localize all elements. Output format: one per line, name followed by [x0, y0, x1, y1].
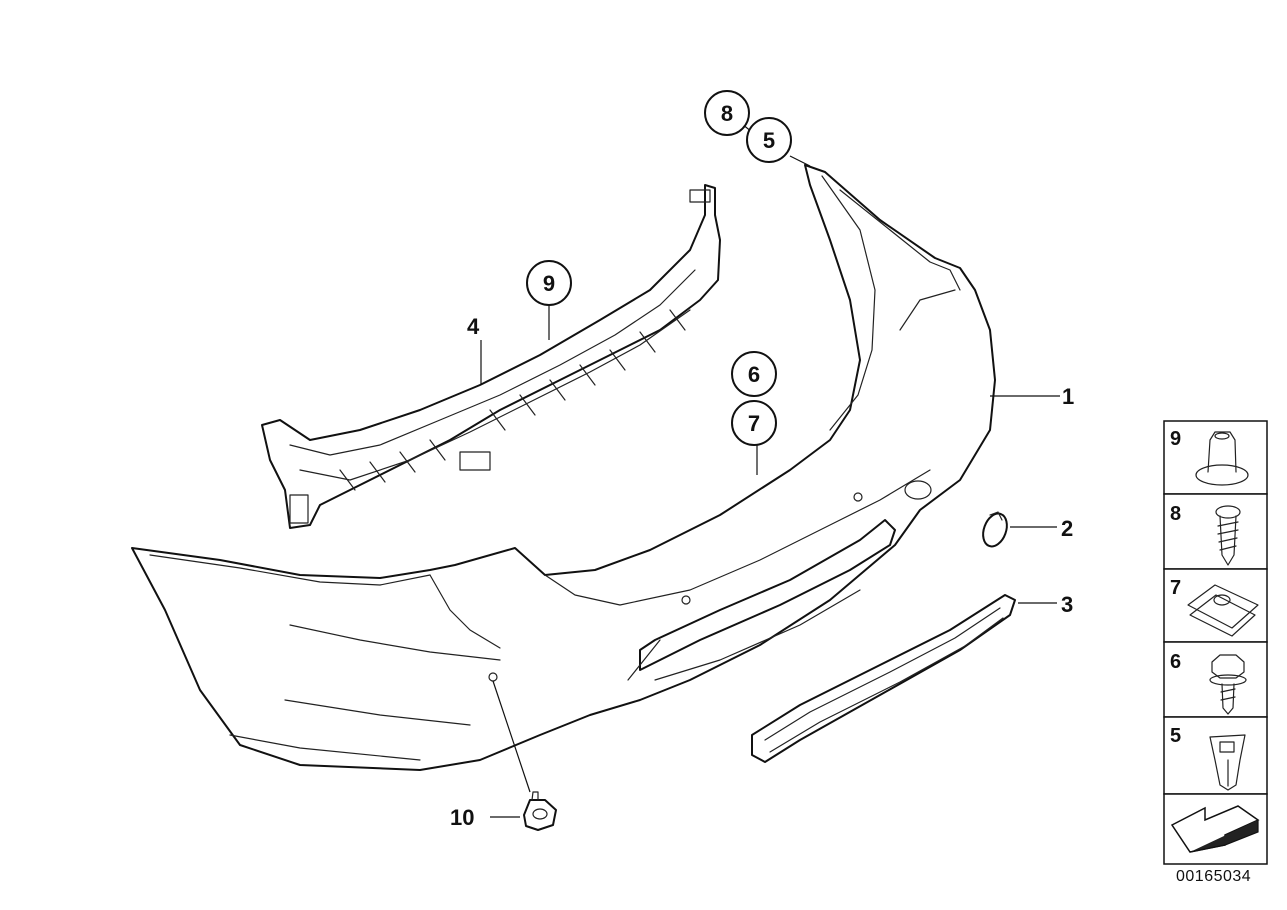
diagram-id: 00165034 — [1176, 868, 1252, 885]
legend-box-9 — [1163, 420, 1268, 495]
callout-1: 1 — [1062, 384, 1074, 409]
legend-label-5: 5 — [1170, 725, 1181, 747]
legend-label-6: 6 — [1170, 651, 1181, 673]
callout-2: 2 — [1061, 516, 1073, 541]
callout-circle-9: 9 — [526, 260, 572, 306]
legend-box-5 — [1163, 716, 1268, 795]
legend-box-8 — [1163, 493, 1268, 570]
screw-icon — [1215, 505, 1241, 566]
legend-box-7 — [1163, 568, 1268, 643]
leader-5 — [789, 155, 811, 167]
direction-arrow-icon — [1170, 805, 1260, 853]
callout-circle-6: 6 — [731, 351, 777, 397]
legend-label-7: 7 — [1170, 577, 1181, 599]
legend-box-6 — [1163, 641, 1268, 718]
callout-4: 4 — [467, 314, 480, 339]
callout-6: 6 — [748, 362, 760, 387]
bumper-carrier-part — [261, 184, 721, 529]
hex-nut-icon — [1195, 431, 1249, 486]
expanding-nut-icon — [1209, 734, 1246, 791]
callout-circle-5: 5 — [746, 117, 792, 163]
callout-9: 9 — [543, 271, 555, 296]
callout-3: 3 — [1061, 592, 1073, 617]
sensor-holder-part — [523, 791, 557, 831]
leader-10-dashed — [492, 680, 531, 793]
lower-grille-part — [751, 594, 1016, 763]
hex-bolt-icon — [1209, 654, 1247, 715]
cover-cap-part — [982, 511, 1008, 548]
callout-7: 7 — [748, 411, 760, 436]
callout-5: 5 — [763, 128, 775, 153]
legend-label-8: 8 — [1170, 503, 1181, 525]
fastener-legend: 9 8 7 6 5 — [1163, 420, 1268, 865]
legend-label-9: 9 — [1170, 428, 1181, 450]
callout-8: 8 — [721, 101, 733, 126]
bumper-cover-part — [131, 164, 996, 771]
spring-nut-icon — [1187, 584, 1259, 637]
callout-circle-8: 8 — [704, 90, 750, 136]
callout-circle-7: 7 — [731, 400, 777, 446]
callout-10: 10 — [450, 805, 474, 830]
